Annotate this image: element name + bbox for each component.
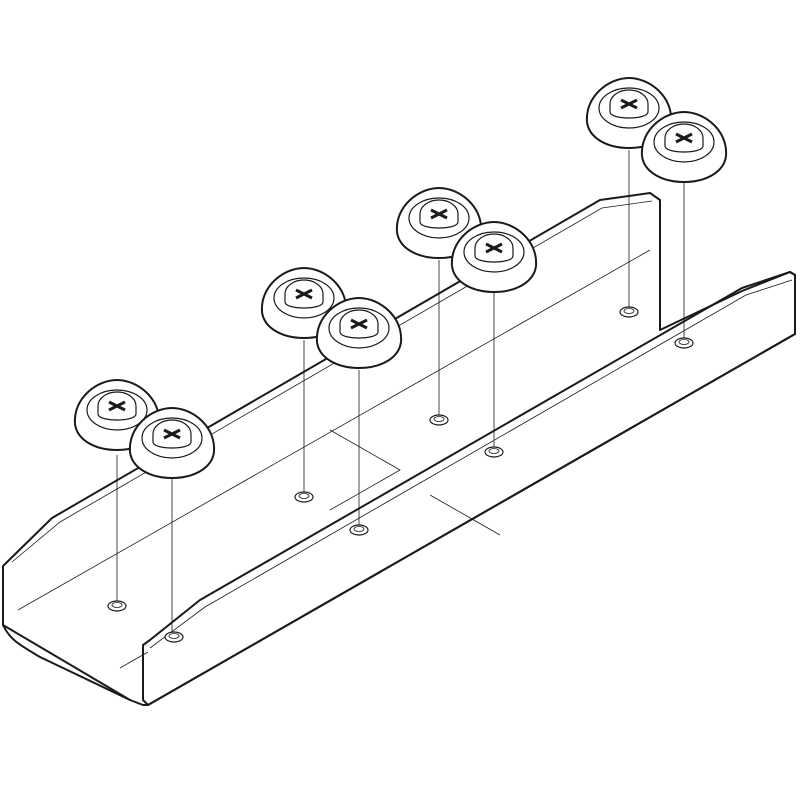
mounting-hole (349, 524, 369, 536)
mounting-hole (619, 306, 639, 318)
rail-bottom-edge (2, 624, 131, 701)
rail-back-wall-thickness (11, 200, 653, 563)
rail-floor-back-edge (17, 249, 651, 611)
rail-floor-seam-2 (429, 494, 501, 536)
alignment-leaders (116, 150, 685, 632)
mounting-hole (107, 600, 127, 612)
mounting-hole (484, 446, 504, 458)
screw-pair-3 (395, 186, 538, 294)
mounting-hole (429, 414, 449, 426)
rail-floor-seam-1 (329, 429, 401, 511)
screw-pair-4 (585, 76, 728, 184)
screw-pair-2 (260, 266, 403, 370)
rail-front-wall (142, 271, 796, 706)
mounting-hole (674, 337, 694, 349)
mounting-hole (164, 631, 184, 643)
u-channel-rail (2, 192, 796, 706)
mounting-hole (294, 491, 314, 503)
rail-front-wall-thickness (149, 279, 793, 649)
screw-pair-1 (73, 378, 216, 480)
